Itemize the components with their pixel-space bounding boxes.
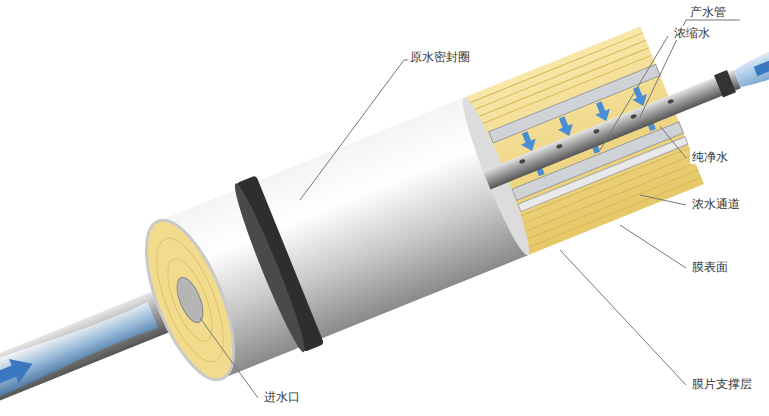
- flow-arrow: [0, 352, 37, 399]
- part-label: 膜表面: [690, 260, 730, 274]
- part-label: 浓水通道: [690, 197, 742, 211]
- tube-holes: [519, 99, 674, 165]
- tube-ring: [714, 70, 736, 97]
- leader-lines: [200, 20, 740, 398]
- part-label: 膜片支撑层: [690, 377, 754, 391]
- part-label: 浓缩水: [672, 26, 712, 40]
- seal-ring: [236, 175, 325, 352]
- end-cap-tube: [172, 274, 209, 326]
- end-cap-spiral: [159, 253, 222, 347]
- part-label: 纯净水: [690, 150, 730, 164]
- seal-ring: [228, 180, 311, 355]
- inlet-water: [0, 298, 160, 416]
- part-label: 产水管: [688, 5, 728, 19]
- part-label: 进水口: [262, 390, 302, 404]
- flow-arrow: [751, 42, 769, 83]
- part-label: 原水密封圈: [408, 50, 472, 64]
- outlet-water: [729, 0, 769, 99]
